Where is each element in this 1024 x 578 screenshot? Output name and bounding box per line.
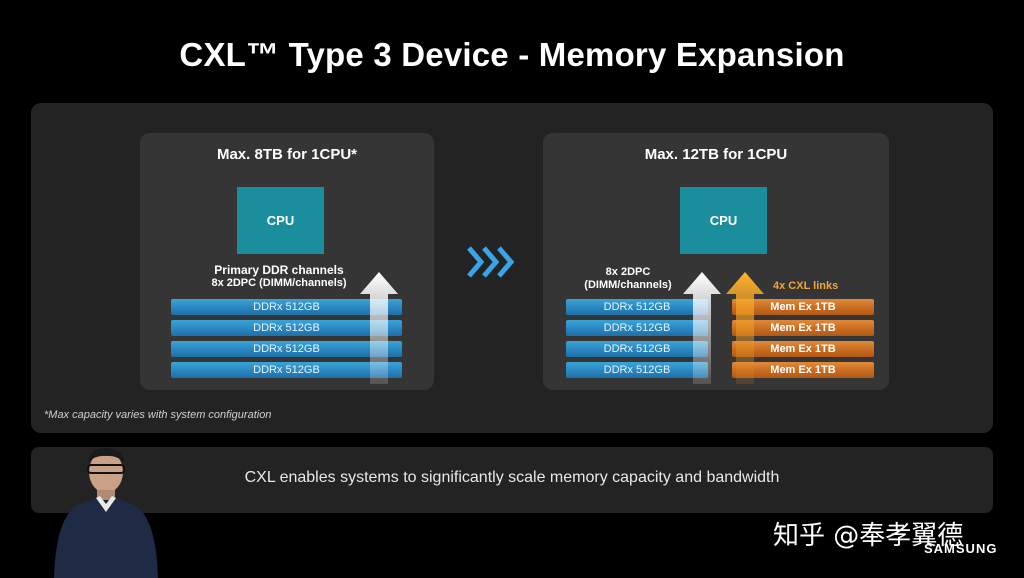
right-ddr-3: DDRx 512GB bbox=[566, 341, 708, 357]
right-ddr-2: DDRx 512GB bbox=[566, 320, 708, 336]
left-ddr-3: DDRx 512GB bbox=[171, 341, 402, 357]
footnote: *Max capacity varies with system configu… bbox=[44, 409, 272, 421]
main-panel: Max. 8TB for 1CPU* CPU Primary DDR chann… bbox=[31, 103, 993, 433]
right-channel-label-line2: (DIMM/channels) bbox=[584, 279, 672, 291]
left-ddr-2: DDRx 512GB bbox=[171, 320, 402, 336]
left-channel-label: Primary DDR channels 8x 2DPC (DIMM/chann… bbox=[204, 264, 354, 290]
right-ddr-4: DDRx 512GB bbox=[566, 362, 708, 378]
right-ddr-1: DDRx 512GB bbox=[566, 299, 708, 315]
left-up-arrow bbox=[360, 272, 398, 384]
left-cpu: CPU bbox=[237, 187, 324, 254]
right-memex-2: Mem Ex 1TB bbox=[732, 320, 874, 336]
summary-text: CXL enables systems to significantly sca… bbox=[244, 469, 780, 486]
left-ddr-1: DDRx 512GB bbox=[171, 299, 402, 315]
right-channel-label: 8x 2DPC (DIMM/channels) bbox=[563, 266, 693, 292]
right-memex-4: Mem Ex 1TB bbox=[732, 362, 874, 378]
cxl-links-label: 4x CXL links bbox=[773, 280, 839, 292]
right-up-arrow-orange bbox=[726, 272, 764, 384]
right-config-box: Max. 12TB for 1CPU CPU 8x 2DPC (DIMM/cha… bbox=[543, 133, 889, 390]
chevron-right-icon bbox=[467, 246, 515, 278]
left-box-title: Max. 8TB for 1CPU* bbox=[216, 146, 358, 163]
right-box-title: Max. 12TB for 1CPU bbox=[644, 146, 788, 163]
right-channel-label-line1: 8x 2DPC bbox=[605, 266, 651, 278]
right-memex-3: Mem Ex 1TB bbox=[732, 341, 874, 357]
left-ddr-4: DDRx 512GB bbox=[171, 362, 402, 378]
right-up-arrow-white bbox=[683, 272, 721, 384]
left-config-box: Max. 8TB for 1CPU* CPU Primary DDR chann… bbox=[140, 133, 434, 390]
left-channel-label-line2: 8x 2DPC (DIMM/channels) bbox=[211, 277, 347, 289]
samsung-logo: SAMSUNG bbox=[924, 541, 998, 556]
right-memex-1: Mem Ex 1TB bbox=[732, 299, 874, 315]
right-cpu: CPU bbox=[680, 187, 767, 254]
left-channel-label-line1: Primary DDR channels bbox=[214, 263, 344, 277]
bottom-summary-panel: CXL enables systems to significantly sca… bbox=[31, 447, 993, 513]
presenter-video bbox=[54, 448, 158, 578]
watermark: 知乎 @奉孝翼德 bbox=[773, 521, 964, 551]
slide-title: CXL™ Type 3 Device - Memory Expansion bbox=[179, 36, 845, 73]
